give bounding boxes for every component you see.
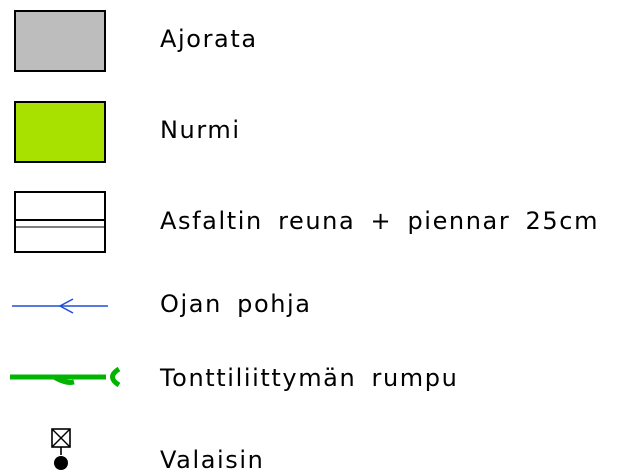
ditch-arrowhead: [58, 298, 74, 314]
label-ajorata: Ajorata: [160, 25, 258, 53]
asfaltti-swatch: [14, 191, 106, 253]
nurmi-swatch: [14, 101, 106, 163]
culvert-icon: [10, 366, 121, 388]
ajorata-swatch-fill: [14, 10, 106, 72]
light-pole-icon: [51, 428, 71, 470]
culvert-end-right: [110, 366, 121, 388]
label-asfaltti: Asfaltin reuna + piennar 25cm: [160, 207, 600, 235]
label-oja: Ojan pohja: [160, 290, 312, 318]
ditch-arrow-icon: [12, 298, 108, 314]
label-valaisin: Valaisin: [160, 446, 265, 474]
ajorata-swatch: [14, 10, 106, 72]
label-nurmi: Nurmi: [160, 116, 241, 144]
nurmi-swatch-fill: [14, 101, 106, 163]
asfaltti-swatch-outline: [14, 191, 106, 253]
label-rumpu: Tonttiliittymän rumpu: [160, 364, 459, 392]
light-box-cross-2: [51, 428, 71, 448]
light-base: [54, 456, 68, 470]
culvert-end-left: [52, 374, 75, 385]
